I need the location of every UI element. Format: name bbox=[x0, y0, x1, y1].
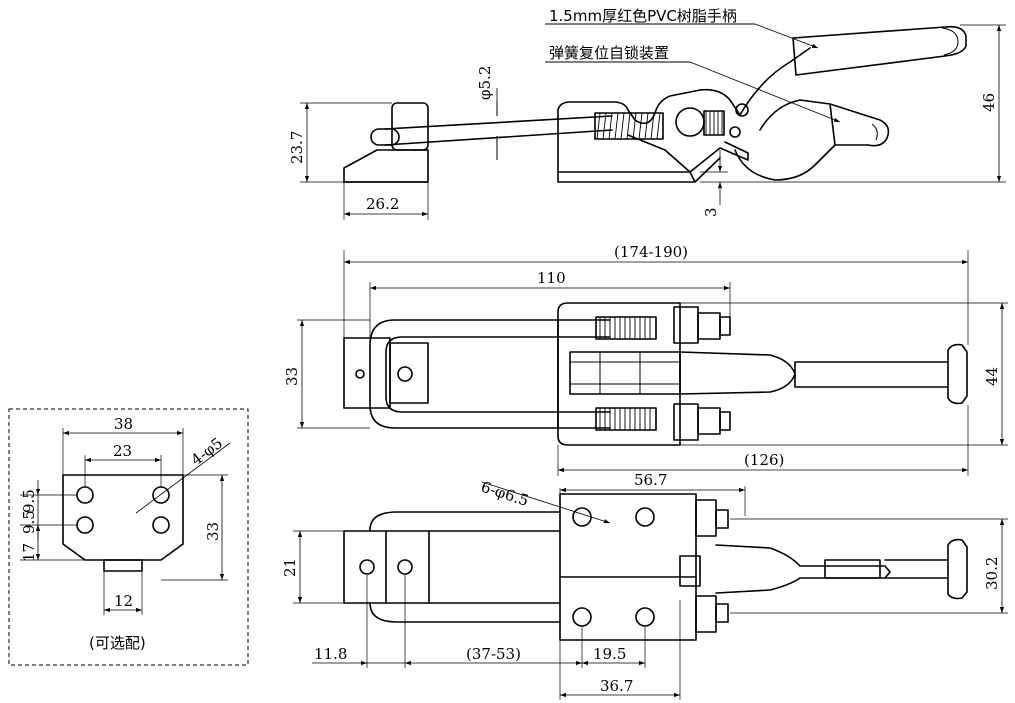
pivot-pin bbox=[735, 103, 749, 117]
dim-catch-length: 26.2 bbox=[366, 195, 399, 213]
dim-height: 23.7 bbox=[288, 131, 306, 164]
handle-arm bbox=[739, 47, 831, 131]
spring-coil bbox=[594, 112, 664, 140]
pivot-nut bbox=[675, 107, 705, 137]
u-bolt-end bbox=[370, 128, 400, 146]
dashed-frame bbox=[8, 408, 249, 666]
release-lever bbox=[829, 103, 890, 147]
dim-56-7: 56.7 bbox=[634, 471, 667, 489]
lock-note: 弹簧复位自锁装置 bbox=[549, 44, 669, 62]
dim-36-7: 36.7 bbox=[600, 677, 633, 695]
plate-dim-17: 17 bbox=[20, 543, 38, 562]
dim-overall: (174-190) bbox=[614, 243, 688, 261]
catch-block bbox=[343, 149, 429, 183]
dim-19-5: 19.5 bbox=[593, 645, 626, 663]
dim-width-right: 44 bbox=[983, 367, 1001, 386]
plate-caption: (可选配) bbox=[89, 634, 146, 652]
handle-lower-curve bbox=[734, 144, 836, 181]
plate-dim-9-5-b: 9.5 bbox=[20, 510, 38, 534]
plate-dim-23: 23 bbox=[113, 442, 132, 460]
clamp-frame bbox=[557, 88, 741, 173]
dim-30-2: 30.2 bbox=[983, 557, 1001, 590]
handle-end-bottom bbox=[947, 538, 968, 600]
plate-dim-12: 12 bbox=[114, 592, 133, 610]
plate-dim-holes: 4-φ5 bbox=[188, 434, 227, 469]
latch-lever bbox=[627, 134, 749, 183]
leader-handle-note bbox=[754, 23, 819, 49]
handle-grip bbox=[792, 25, 967, 76]
base-plate bbox=[559, 493, 697, 641]
leader-4-holes bbox=[135, 442, 231, 514]
plate-dim-33: 33 bbox=[204, 522, 222, 541]
dim-110: 110 bbox=[537, 269, 566, 287]
dim-6-holes: 6-φ6.5 bbox=[479, 478, 531, 510]
plate-hole bbox=[152, 516, 170, 534]
labels: 1.5mm厚红色PVC树脂手柄 弹簧复位自锁装置 φ5.2 23.7 26.2 … bbox=[20, 7, 1001, 695]
dim-126: (126) bbox=[744, 451, 784, 469]
side-view bbox=[300, 23, 1006, 220]
bottom-view bbox=[293, 481, 1008, 700]
u-bolt bbox=[369, 319, 611, 429]
handle-end-top bbox=[947, 343, 968, 405]
leader-lock-note bbox=[689, 61, 841, 123]
plate-tab bbox=[103, 559, 143, 572]
optional-plate-view bbox=[8, 408, 249, 666]
clamp-body-top bbox=[557, 302, 681, 446]
top-view bbox=[297, 250, 1008, 476]
dim-width-left: 33 bbox=[283, 367, 301, 386]
spring-coil-top bbox=[595, 316, 657, 431]
pivot-pin bbox=[729, 126, 741, 138]
dim-11-8: 11.8 bbox=[314, 645, 347, 663]
dim-gap: 3 bbox=[702, 207, 720, 217]
dim-total-height: 46 bbox=[980, 93, 998, 112]
dim-hole-dia: φ5.2 bbox=[476, 66, 494, 100]
leader-6-holes bbox=[481, 481, 611, 524]
handle-note: 1.5mm厚红色PVC树脂手柄 bbox=[549, 7, 737, 25]
catch-hook-top bbox=[389, 342, 429, 404]
plate-dim-9-5-a: 9.5 bbox=[20, 489, 38, 513]
plate-hole bbox=[76, 516, 94, 534]
catch-plate bbox=[343, 337, 391, 409]
handle-shaft-top bbox=[794, 361, 949, 388]
plate-dim-38: 38 bbox=[114, 415, 133, 433]
clamp-base bbox=[557, 171, 696, 183]
dim-37-53: (37-53) bbox=[466, 645, 521, 663]
plate-hole bbox=[76, 486, 94, 504]
dim-21: 21 bbox=[281, 558, 299, 577]
plate-hole bbox=[152, 486, 170, 504]
